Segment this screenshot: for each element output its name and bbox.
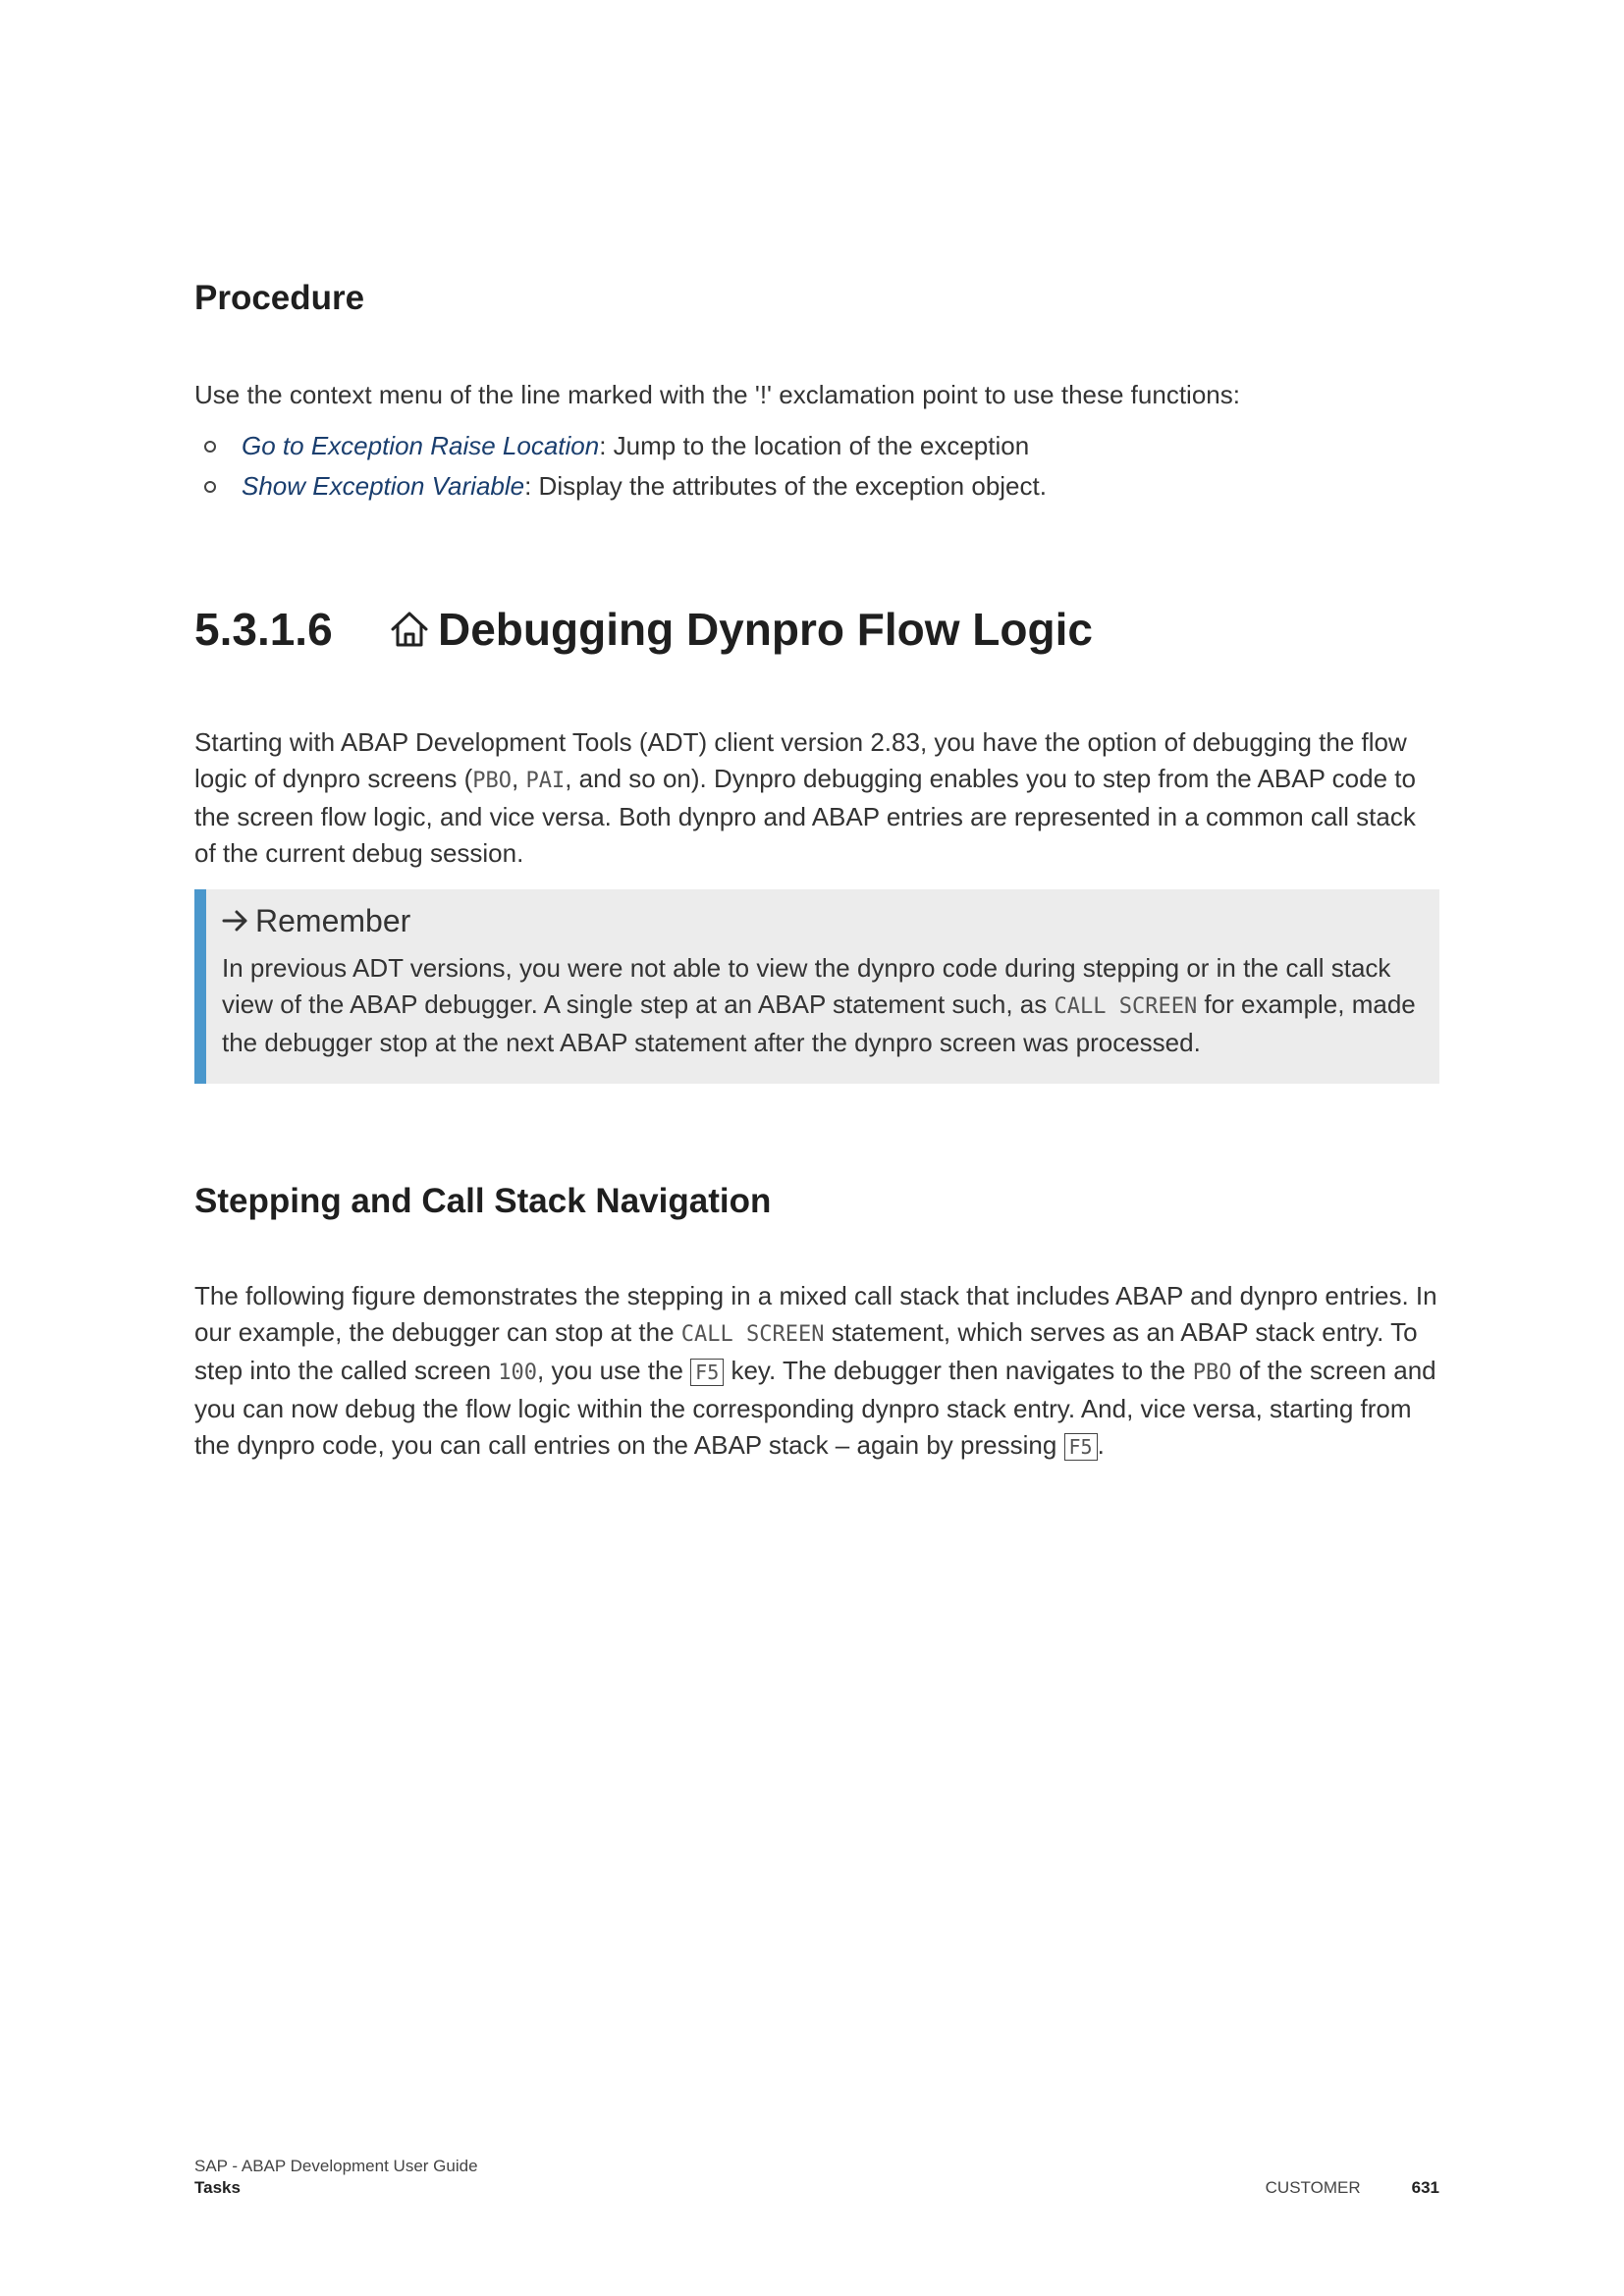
code-call-screen: CALL SCREEN (1054, 994, 1198, 1019)
remember-note: Remember In previous ADT versions, you w… (194, 889, 1439, 1084)
list-item: Show Exception Variable: Display the att… (194, 466, 1047, 507)
footer-chapter: Tasks (194, 2178, 241, 2197)
code-call-screen: CALL SCREEN (680, 1322, 825, 1347)
go-to-exception-raise-location-link[interactable]: Go to Exception Raise Location (242, 431, 600, 460)
footer-classification: CUSTOMER (1265, 2178, 1361, 2197)
home-icon (391, 612, 428, 647)
key-f5: F5 (1063, 1433, 1098, 1461)
section-heading: 5.3.1.6 Debugging Dynpro Flow Logic (194, 603, 1093, 656)
procedure-function-list: Go to Exception Raise Location: Jump to … (194, 426, 1047, 507)
show-exception-variable-link[interactable]: Show Exception Variable (242, 471, 525, 501)
procedure-intro: Use the context menu of the line marked … (194, 380, 1240, 409)
remember-title: Remember (222, 899, 1420, 942)
key-f5: F5 (690, 1359, 725, 1386)
arrow-right-icon (222, 910, 247, 932)
footer-doc-title: SAP - ABAP Development User Guide (194, 2157, 478, 2175)
remember-body: In previous ADT versions, you were not a… (222, 953, 1416, 1057)
code-100: 100 (498, 1361, 538, 1385)
code-pbo: PBO (1192, 1361, 1232, 1385)
page-number: 631 (1411, 2178, 1439, 2197)
stepping-heading: Stepping and Call Stack Navigation (194, 1182, 772, 1220)
code-pai: PAI (525, 769, 566, 793)
procedure-heading: Procedure (194, 279, 365, 317)
stepping-body: The following figure demonstrates the st… (194, 1281, 1437, 1461)
code-pbo: PBO (472, 769, 512, 793)
section-intro: Starting with ABAP Development Tools (AD… (194, 727, 1416, 868)
section-title: Debugging Dynpro Flow Logic (438, 604, 1093, 655)
page-footer: SAP - ABAP Development User Guide Tasks … (194, 2156, 1439, 2199)
section-number: 5.3.1.6 (194, 604, 333, 655)
list-item: Go to Exception Raise Location: Jump to … (194, 426, 1047, 466)
